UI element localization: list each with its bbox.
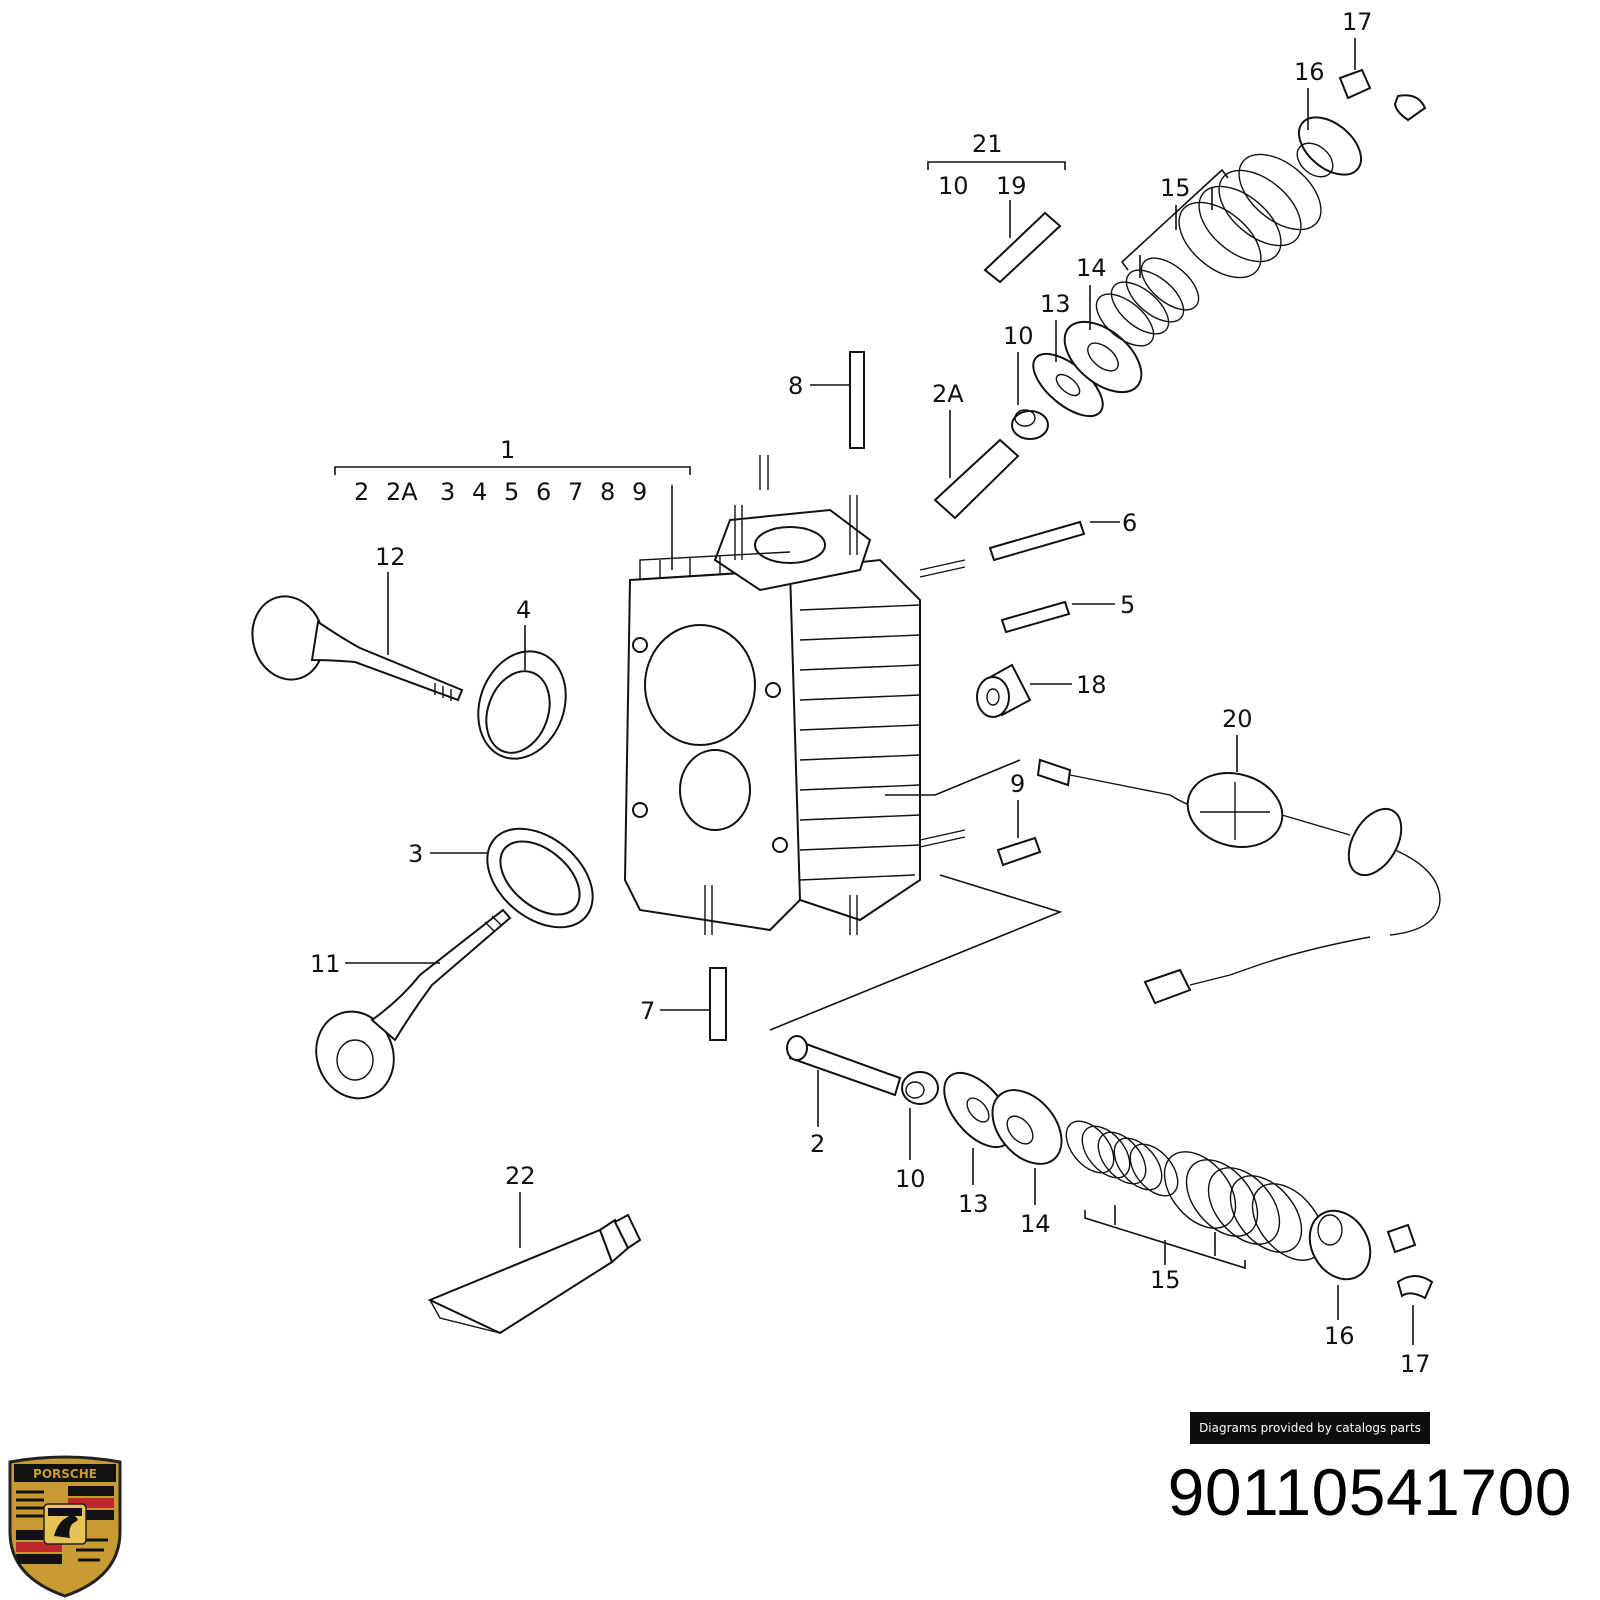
keepers-17-bottom [1386, 1223, 1434, 1300]
callout-17-bottom: 17 [1400, 1350, 1431, 1378]
callout-6: 6 [1122, 509, 1137, 537]
svg-text:9: 9 [632, 478, 647, 506]
inner-spring-15-top [1095, 257, 1200, 347]
callout-21: 21 [972, 130, 1003, 158]
svg-text:8: 8 [600, 478, 615, 506]
bushing-18 [976, 663, 1032, 718]
callout-15-top: 15 [1160, 174, 1191, 202]
callout-21-sub-19: 19 [996, 172, 1027, 200]
callout-2A: 2A [932, 380, 964, 408]
callout-2: 2 [810, 1130, 825, 1158]
svg-text:5: 5 [504, 478, 519, 506]
callout-5: 5 [1120, 591, 1135, 619]
part-number: 90110541700 [1167, 1455, 1572, 1529]
callout-1-subparts: 2 2A 3 4 5 6 7 8 9 [354, 478, 647, 506]
bracket-21 [927, 161, 1066, 170]
inner-spring-15-bottom [1065, 1120, 1179, 1197]
retainer-16-top [1296, 116, 1362, 178]
callout-1: 1 [500, 436, 515, 464]
callout-16-bottom: 16 [1324, 1322, 1355, 1350]
diagram-credit-badge: Diagrams provided by catalogs parts [1190, 1412, 1430, 1444]
stud-6 [988, 520, 1086, 562]
valve-seat-ring-4 [477, 650, 567, 760]
spring-seat-14-bottom [991, 1089, 1063, 1165]
valve-11 [315, 908, 512, 1100]
cylinder-head [623, 455, 966, 935]
bracket-1 [334, 466, 691, 475]
callout-10-top: 10 [1003, 322, 1034, 350]
seal-10-top [1011, 409, 1049, 440]
temperature-sensor-20 [885, 758, 1441, 1005]
valve-12 [251, 595, 464, 702]
callout-16-top: 16 [1294, 58, 1325, 86]
callout-11: 11 [310, 950, 341, 978]
svg-text:PORSCHE: PORSCHE [33, 1467, 97, 1481]
callout-9: 9 [1010, 770, 1025, 798]
outer-spring-15-top [1178, 153, 1322, 279]
dowel-pin-9 [996, 836, 1042, 867]
callout-13-bottom: 13 [958, 1190, 989, 1218]
callout-15-bottom: 15 [1150, 1266, 1181, 1294]
stud-5 [1000, 600, 1071, 634]
valve-guide-2A [933, 438, 1020, 520]
callout-20: 20 [1222, 705, 1253, 733]
svg-text:4: 4 [472, 478, 487, 506]
callout-12: 12 [375, 543, 406, 571]
callout-18: 18 [1076, 671, 1107, 699]
keepers-17-top [1338, 68, 1427, 122]
svg-text:6: 6 [536, 478, 551, 506]
bracket-15-top [1120, 168, 1229, 271]
pin-19 [983, 211, 1062, 284]
svg-text:3: 3 [440, 478, 455, 506]
callout-14-top: 14 [1076, 254, 1107, 282]
retainer-16-bottom [1308, 1209, 1372, 1281]
assembly-leader [769, 874, 1063, 1031]
stud-7 [709, 967, 727, 1041]
callout-10-bottom: 10 [895, 1165, 926, 1193]
callout-3: 3 [408, 840, 423, 868]
valve-seat-ring-3 [486, 827, 594, 929]
porsche-crest-logo: PORSCHE [8, 1455, 122, 1598]
callout-7: 7 [640, 997, 655, 1025]
outer-spring-15-bottom [1163, 1151, 1325, 1261]
callout-22: 22 [505, 1162, 536, 1190]
svg-text:2: 2 [354, 478, 369, 506]
svg-text:2A: 2A [386, 478, 418, 506]
seal-10-bottom [901, 1071, 939, 1105]
callout-4: 4 [516, 596, 531, 624]
callout-21-sub-10: 10 [938, 172, 969, 200]
callout-14-bottom: 14 [1020, 1210, 1051, 1238]
stud-8 [849, 351, 865, 449]
sealant-tube-22 [427, 1213, 642, 1335]
callout-13-top: 13 [1040, 290, 1071, 318]
callout-17-top: 17 [1342, 8, 1373, 36]
callout-8: 8 [788, 372, 803, 400]
svg-text:7: 7 [568, 478, 583, 506]
